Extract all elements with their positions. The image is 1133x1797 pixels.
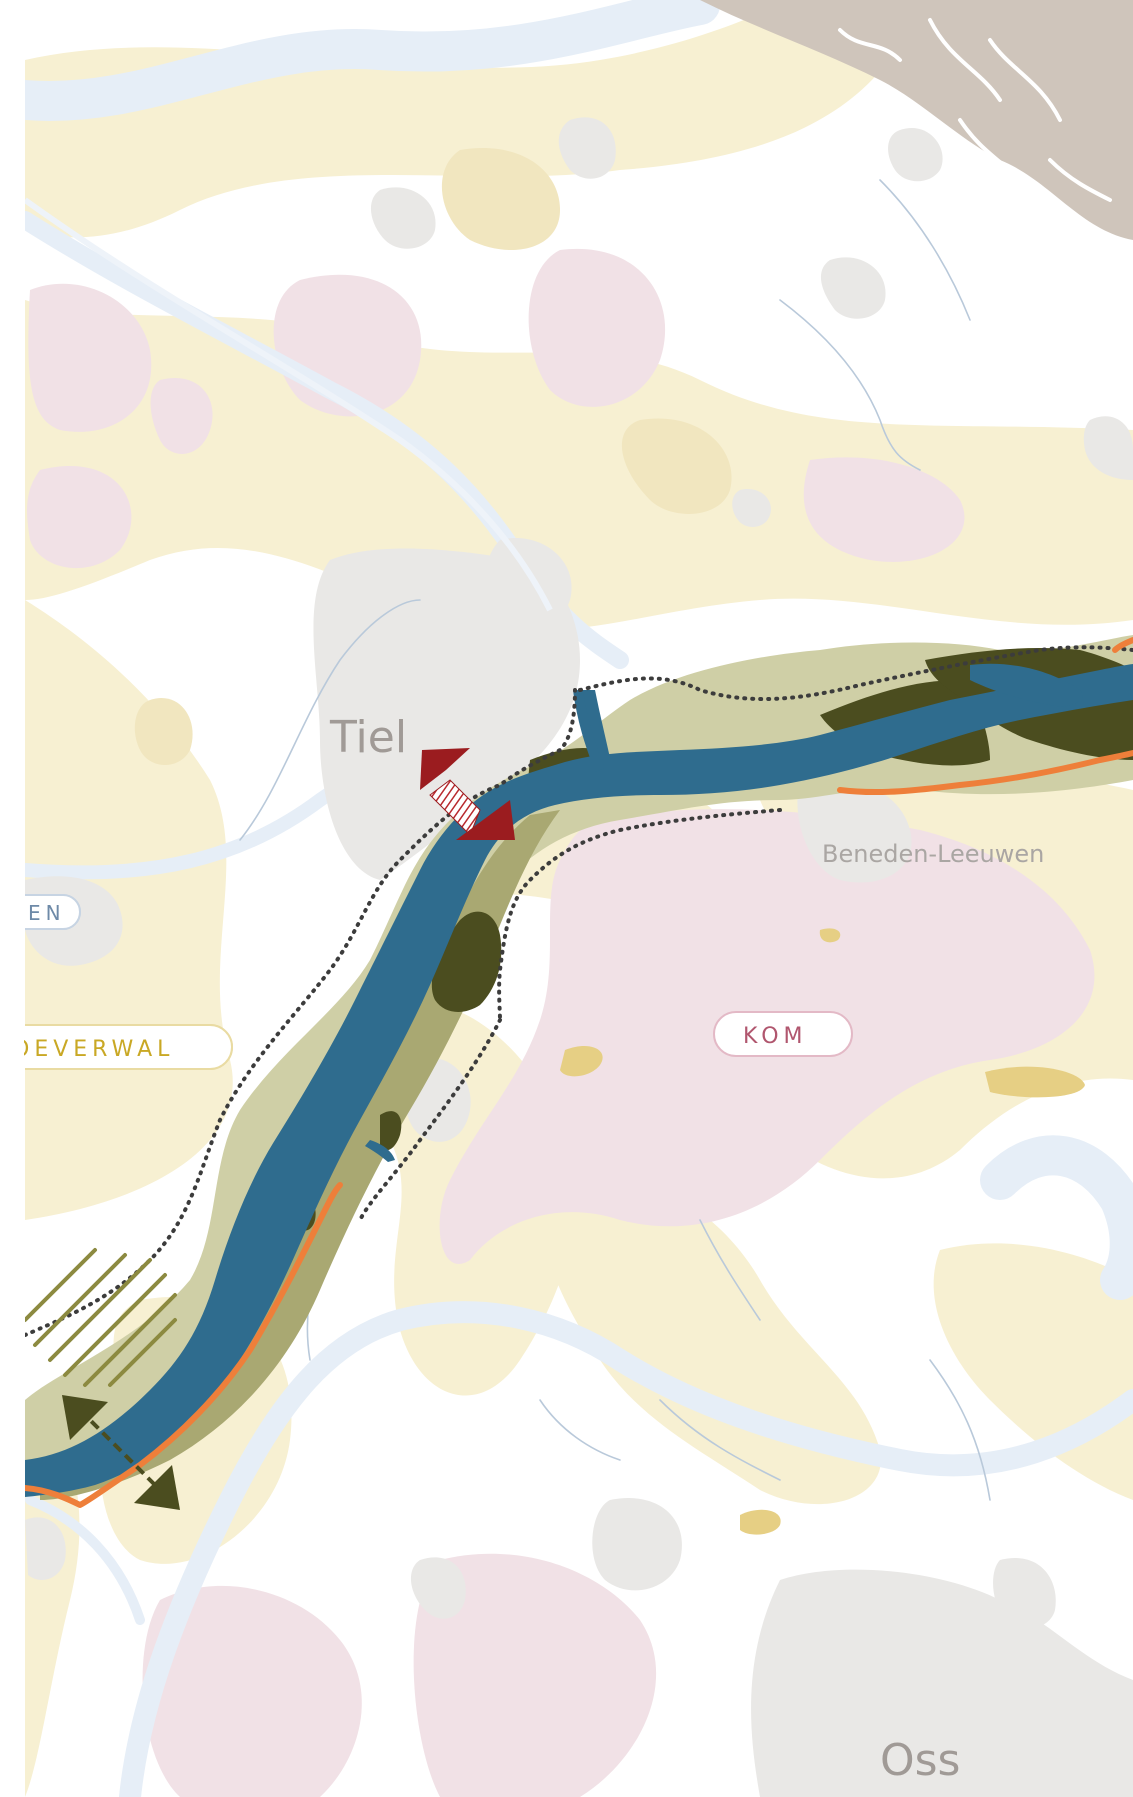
connection-arrow (62, 1395, 180, 1510)
place-label-tiel: Tiel (329, 712, 407, 763)
road-line (23, 197, 553, 612)
oeverwal-deep (134, 148, 732, 765)
main-river (25, 664, 1133, 1497)
zone-label-kom: KOM (743, 1024, 808, 1049)
hill-valleys (838, 18, 1112, 202)
place-label-oss: Oss (880, 1735, 960, 1786)
hatched-zone (23, 1248, 177, 1387)
zone-badge-kom: KOM (713, 1011, 853, 1057)
zone-badge-oeverwal-overlay: OEVERWAL (12, 1024, 233, 1070)
ochre-patches (560, 928, 1085, 1535)
zone-badge-en-overlay: EN (25, 894, 81, 930)
side-channels (365, 663, 1083, 1162)
zone-label-en-visible: EN (28, 901, 66, 925)
red-exchange-arrow (420, 748, 515, 840)
tributary (573, 689, 605, 772)
place-label-beneden-leeuwen: Beneden-Leeuwen (822, 840, 1044, 868)
hill-zone (700, 0, 1133, 240)
zone-label-oeverwal-visible: OEVERWAL (12, 1037, 174, 1062)
dike-line (22, 637, 1133, 1508)
left-margin-clip (0, 0, 24, 1797)
